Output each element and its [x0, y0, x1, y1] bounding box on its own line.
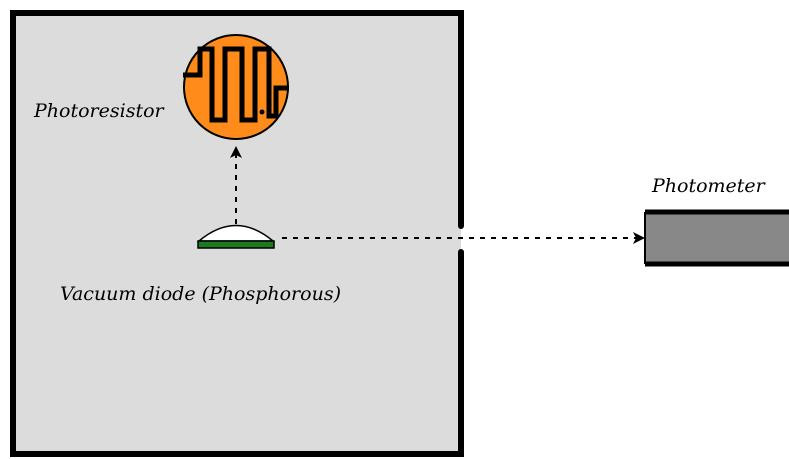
photometer	[644, 209, 789, 267]
photoresistor	[183, 34, 289, 140]
photometer-label: Photometer	[651, 175, 767, 197]
vacuum-diode-label: Vacuum diode (Phosphorous)	[60, 283, 341, 305]
enclosure-wall	[10, 10, 464, 457]
photoresistor-label: Photoresistor	[33, 100, 166, 122]
vacuum-diode	[196, 224, 276, 249]
photoresistor-dot	[259, 109, 265, 115]
diode-base	[197, 240, 275, 249]
photoresistor-trace	[183, 46, 289, 123]
diode-dome	[196, 224, 276, 242]
photometer-body	[645, 212, 789, 264]
